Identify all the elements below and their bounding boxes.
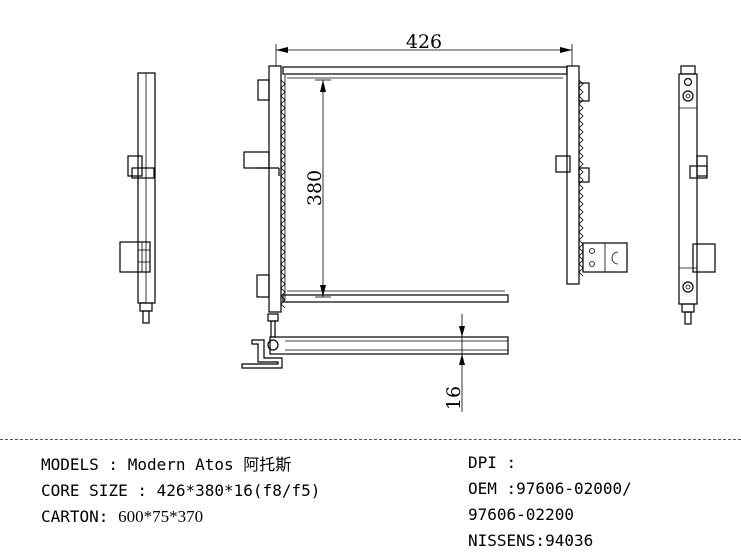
core-size-value: 426*380*16(f8/f5) [156, 481, 321, 500]
core-size-label: CORE SIZE : [41, 481, 157, 500]
right-side-view [678, 65, 716, 325]
nissens-row: NISSENS:94036 [468, 531, 594, 550]
left-side-view [119, 72, 156, 324]
models-row: MODELS : Modern Atos 阿托斯 [41, 452, 320, 478]
front-view: 426 380 [243, 31, 628, 313]
oem-row-1: OEM :97606-02000/ [468, 479, 632, 498]
models-value: Modern Atos 阿托斯 [127, 455, 292, 474]
carton-row: CARTON: 600*75*370 [41, 504, 320, 530]
thickness-dimension-label: 16 [443, 386, 465, 410]
models-label: MODELS : [41, 455, 128, 474]
carton-label: CARTON: [41, 507, 119, 526]
width-dimension-label: 426 [406, 31, 442, 53]
spec-block: MODELS : Modern Atos 阿托斯 CORE SIZE : 426… [41, 452, 320, 530]
reference-block: DPI : OEM :97606-02000/ 97606-02200 NISS… [468, 450, 632, 554]
height-dimension-label: 380 [304, 170, 326, 206]
oem-row-2: 97606-02200 [468, 505, 574, 524]
bottom-view: 16 [241, 313, 509, 412]
condenser-technical-drawing: 426 380 16 [119, 31, 716, 412]
core-size-row: CORE SIZE : 426*380*16(f8/f5) [41, 478, 320, 504]
dashed-divider [0, 439, 741, 440]
dpi-row: DPI : [468, 453, 517, 472]
carton-value: 600*75*370 [118, 507, 204, 526]
